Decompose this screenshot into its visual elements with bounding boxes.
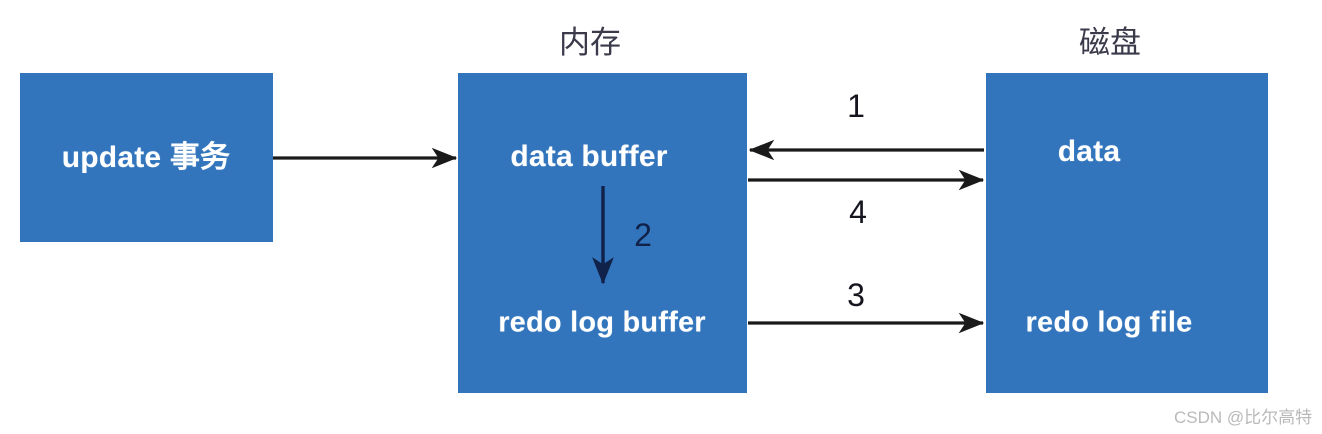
label-data-buffer: data buffer — [510, 140, 668, 173]
step-number-3: 3 — [847, 277, 865, 313]
box-disk-container[interactable] — [986, 73, 1268, 393]
label-redo-log-buffer: redo log buffer — [498, 306, 706, 339]
label-data: data — [1057, 135, 1121, 168]
label-redo-log-file: redo log file — [1025, 306, 1193, 339]
step-number-4: 4 — [849, 194, 867, 230]
label-update-transaction: update 事务 — [61, 141, 231, 174]
region-caption-memory: 内存 — [559, 25, 621, 60]
box-memory-container[interactable] — [458, 73, 747, 393]
box-update-transaction[interactable] — [20, 73, 273, 242]
watermark: CSDN @比尔高特 — [1174, 408, 1313, 427]
step-number-1: 1 — [847, 88, 865, 124]
step-number-2: 2 — [634, 217, 652, 253]
region-caption-disk: 磁盘 — [1079, 25, 1141, 60]
